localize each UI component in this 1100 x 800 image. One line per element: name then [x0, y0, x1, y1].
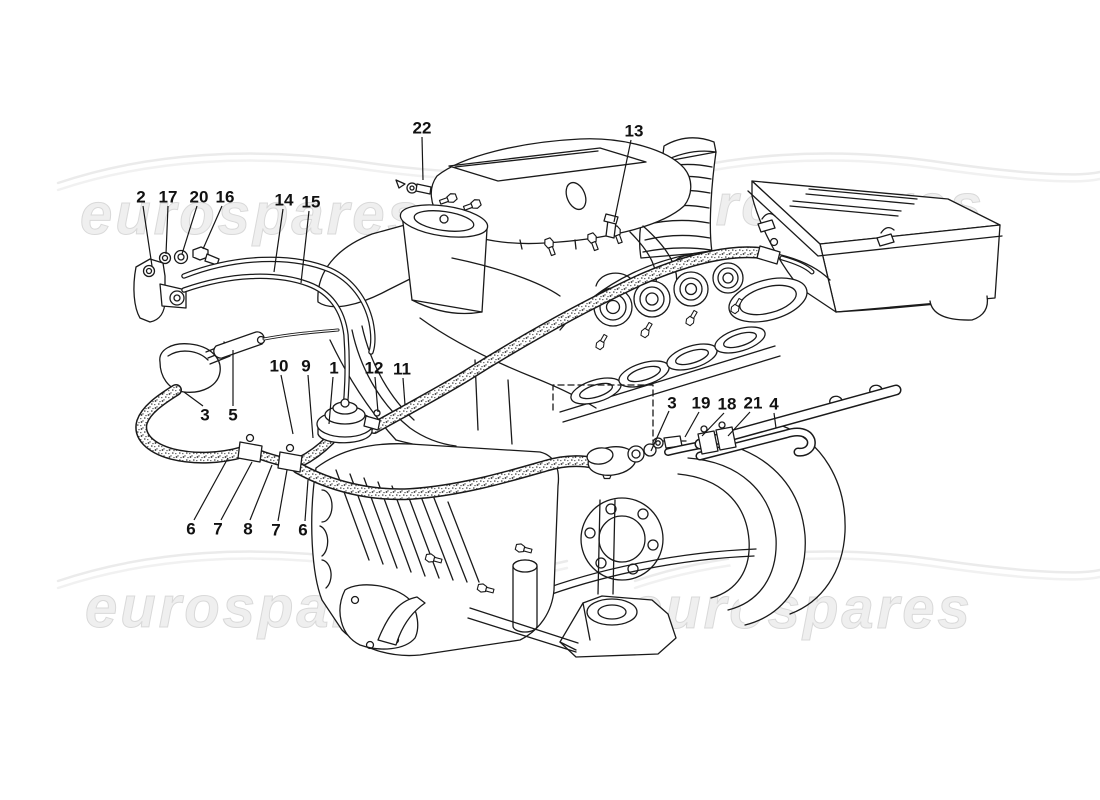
hose-clamp-top-right: [756, 237, 781, 265]
check-valve-left: [159, 328, 340, 393]
callout-label-12: 12: [365, 359, 384, 378]
callout-label-4: 4: [769, 395, 779, 414]
callout-label-7: 7: [271, 521, 280, 540]
leader-line-9: [307, 374, 314, 439]
callout-label-6: 6: [298, 521, 307, 540]
leader-line-14: [273, 208, 284, 273]
callout-label-19: 19: [692, 394, 711, 413]
leader-line-15: [300, 210, 310, 284]
leader-line-11: [402, 377, 406, 406]
air-valve-1: [316, 398, 381, 444]
thin-hoses: [181, 256, 376, 413]
leader-line-10: [280, 374, 294, 435]
leader-line-21: [727, 411, 751, 437]
leader-line-4: [773, 412, 777, 429]
leader-line-3: [183, 391, 204, 407]
leader-line-16: [202, 205, 223, 250]
leader-line-8: [249, 464, 273, 521]
leader-line-13: [613, 139, 632, 223]
callout-label-7: 7: [213, 520, 222, 539]
callout-label-20: 20: [190, 188, 209, 207]
callout-label-1: 1: [329, 359, 338, 378]
leader-line-7: [220, 461, 253, 521]
callout-label-2: 2: [136, 188, 145, 207]
air-rail-pipe: [694, 384, 902, 461]
lid-clip: [757, 212, 776, 233]
callout-label-8: 8: [243, 520, 252, 539]
fitting-22: [395, 179, 432, 195]
air-cleaner-box: [747, 180, 1003, 321]
callout-label-22: 22: [413, 119, 432, 138]
watermark-text-3: eurospares: [630, 576, 973, 641]
callout-label-6: 6: [186, 520, 195, 539]
callout-label-16: 16: [216, 188, 235, 207]
callout-label-9: 9: [301, 357, 310, 376]
callout-label-17: 17: [159, 188, 178, 207]
leader-line-3: [650, 410, 670, 452]
lid-clip: [876, 226, 895, 247]
callout-label-18: 18: [718, 395, 737, 414]
leader-line-19: [684, 411, 700, 438]
watermark-text-0: eurospares: [80, 182, 423, 247]
leader-line-7: [277, 469, 288, 522]
leader-line-18: [701, 412, 725, 437]
check-valve-right: [586, 435, 710, 476]
callout-label-11: 11: [393, 360, 411, 379]
engine-artwork: [133, 137, 1003, 658]
oil-canister: [399, 204, 489, 315]
callout-label-5: 5: [228, 406, 237, 425]
bracket-assembly: [133, 246, 220, 323]
leader-line-6: [193, 457, 229, 521]
leader-line-6: [304, 479, 309, 522]
callout-label-3: 3: [667, 394, 676, 413]
gearbox: [311, 443, 579, 657]
callout-label-14: 14: [275, 191, 294, 210]
callout-label-21: 21: [744, 394, 763, 413]
callout-label-15: 15: [302, 193, 321, 212]
leader-line-17: [165, 205, 169, 255]
callout-label-10: 10: [270, 357, 289, 376]
engine-mount: [559, 460, 677, 658]
leader-line-22: [421, 136, 424, 181]
callout-label-3: 3: [200, 406, 209, 425]
leader-line-1: [328, 376, 334, 425]
engine-right-bank: [559, 248, 831, 423]
exhaust-flange: [570, 326, 766, 405]
leader-line-12: [374, 376, 379, 413]
leader-line-2: [142, 205, 153, 267]
callout-label-13: 13: [625, 122, 644, 141]
leader-line-20: [181, 205, 198, 255]
hose-tee-fittings: [237, 433, 303, 473]
bell-housing: [535, 424, 846, 626]
